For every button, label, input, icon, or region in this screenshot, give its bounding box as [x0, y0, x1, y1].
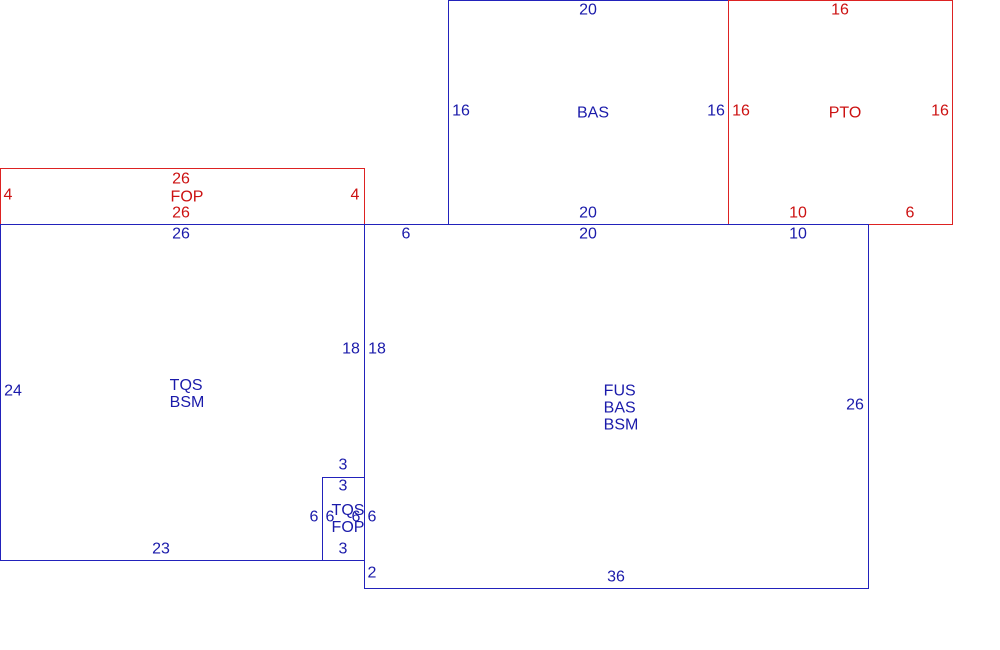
room-bas-top-name: BAS [577, 105, 609, 122]
room-name-line: TQS [169, 377, 203, 394]
room-fus-bas-bsm [364, 224, 869, 589]
dim-tqs-bsm-left: 24 [4, 382, 22, 400]
dim-fop-top-bottom: 26 [172, 204, 190, 222]
dim-tqs-bsm-right: 18 [342, 340, 360, 358]
room-name-line: FUS [603, 382, 636, 400]
room-pto-name: PTO [829, 105, 862, 122]
dim-fop-top-top: 26 [172, 170, 190, 188]
room-name-line: TQS [331, 502, 365, 519]
room-name-line: PTO [828, 104, 862, 122]
room-fop-top-name: FOP [171, 189, 204, 206]
dim-fus-top-b: 20 [579, 225, 597, 243]
room-tqs-bsm-name: TQS BSM [170, 377, 205, 411]
dim-fop-top-right: 4 [350, 186, 360, 204]
room-name-line: BSM [169, 394, 205, 411]
dim-tqs-fop-right-inner: 6 [351, 508, 361, 526]
dim-tqs-bsm-top: 26 [172, 225, 190, 243]
dim-bas-top-right: 16 [707, 102, 725, 120]
dim-fus-top-a: 6 [401, 225, 411, 243]
room-name-line: BAS [576, 104, 610, 122]
dim-pto-bottom-a: 10 [789, 204, 807, 222]
dim-bas-top-bottom: 20 [579, 204, 597, 222]
dim-tqs-fop-right: 6 [367, 508, 377, 526]
dim-fus-bottom: 36 [607, 568, 625, 586]
dim-pto-top: 16 [831, 1, 849, 19]
room-name-line: FOP [331, 519, 365, 536]
dim-pto-left: 16 [732, 102, 750, 120]
dim-pto-right: 16 [931, 102, 949, 120]
dim-fus-bottom-left: 2 [367, 564, 377, 582]
room-name-line: BSM [603, 416, 639, 434]
room-name-line: FOP [170, 188, 204, 206]
room-name-line: BAS [603, 399, 636, 417]
dim-tqs-bsm-notch-top: 3 [338, 456, 348, 474]
dim-fop-top-left: 4 [3, 186, 13, 204]
dim-fus-left: 18 [368, 340, 386, 358]
dim-tqs-fop-top: 3 [338, 477, 348, 495]
room-fus-bas-bsm-name: FUS BAS BSM [604, 383, 639, 434]
dim-tqs-fop-bottom: 3 [338, 540, 348, 558]
dim-bas-top-left: 16 [452, 102, 470, 120]
dim-tqs-bsm-bottom: 23 [152, 540, 170, 558]
dim-tqs-fop-left-inner: 6 [325, 508, 335, 526]
dim-fus-right: 26 [846, 396, 864, 414]
dim-bas-top-top: 20 [579, 1, 597, 19]
room-tqs-fop-name: TQS FOP [332, 502, 365, 536]
dim-tqs-fop-left: 6 [309, 508, 319, 526]
dim-fus-top-c: 10 [789, 225, 807, 243]
dim-pto-bottom-b: 6 [905, 204, 915, 222]
